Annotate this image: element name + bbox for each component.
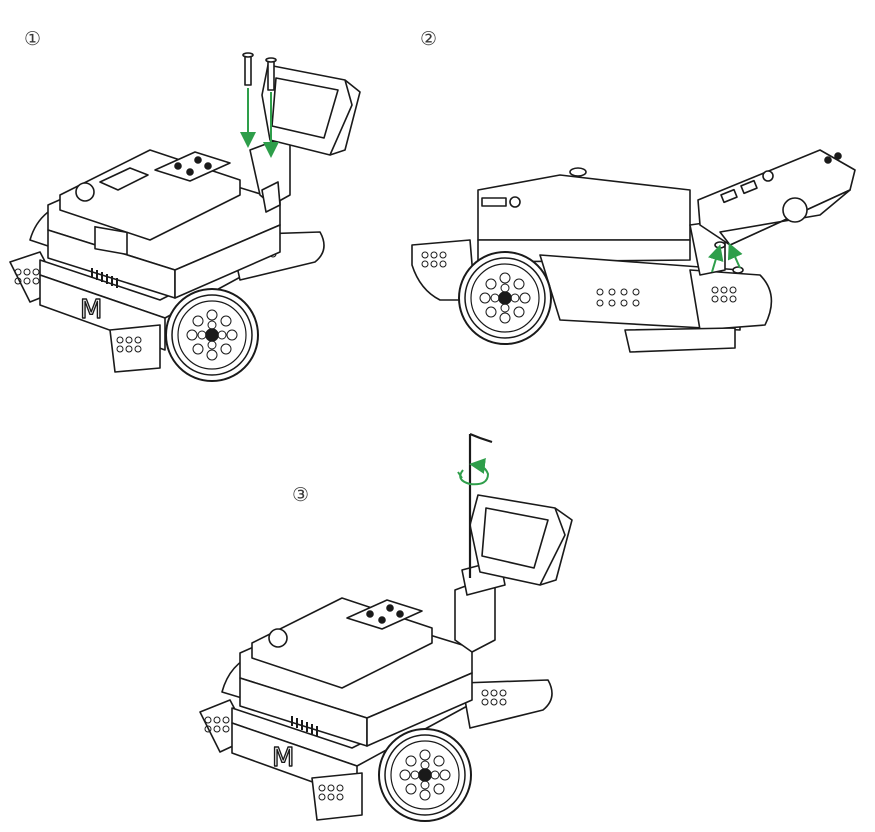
step-2-arrows xyxy=(708,242,743,273)
hex-key-icon xyxy=(468,432,493,578)
step-2-robot xyxy=(411,149,856,353)
screen-module-2 xyxy=(697,149,856,246)
step-1-robot: M xyxy=(9,52,361,382)
svg-text:M: M xyxy=(80,295,102,325)
step-3-robot: M xyxy=(199,494,573,822)
step-3-label: ③ xyxy=(292,484,310,506)
svg-text:M: M xyxy=(272,743,294,773)
rotation-arrow-icon xyxy=(457,458,490,486)
step-1-label: ① xyxy=(24,28,42,50)
step-1-arrows xyxy=(240,88,279,158)
screen-module-1 xyxy=(261,64,361,156)
screen-module-3 xyxy=(469,494,573,586)
screws-icon xyxy=(242,52,277,91)
step-2-label: ② xyxy=(420,28,438,50)
